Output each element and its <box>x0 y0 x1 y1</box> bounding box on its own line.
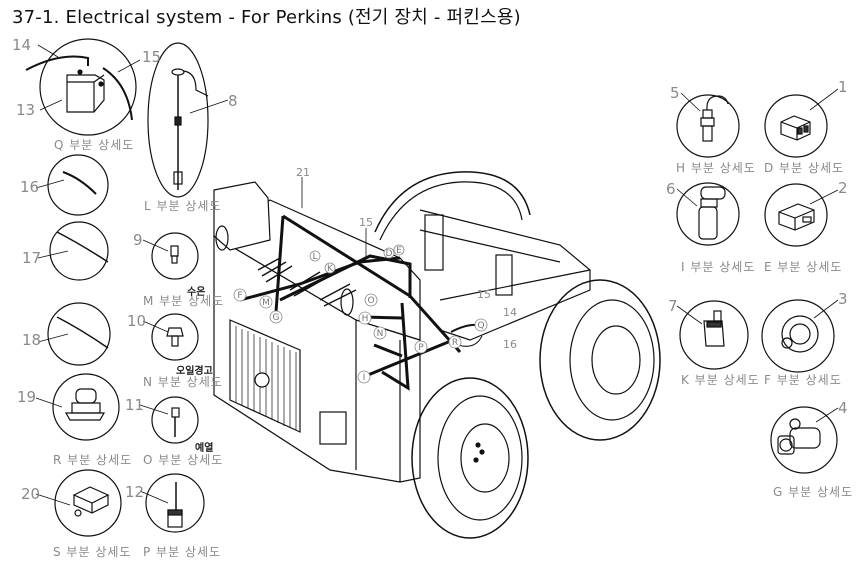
part-number-5: 5 <box>670 84 680 102</box>
svg-text:G: G <box>273 313 280 323</box>
marker-p: P <box>414 340 428 354</box>
svg-text:L: L <box>312 252 317 262</box>
caption-detail-g: G 부분 상세도 <box>773 485 854 499</box>
caption-detail-h: H 부분 상세도 <box>676 161 756 175</box>
caption-detail-n: N 부분 상세도 <box>143 375 223 389</box>
detail-r-horn <box>35 373 120 441</box>
page-title: 37-1. Electrical system - For Perkins (전… <box>12 7 521 28</box>
detail-wire-17 <box>37 221 109 281</box>
svg-text:H: H <box>362 314 369 324</box>
machine-part-numbers: 21 15 15 14 16 <box>296 166 517 351</box>
part-number-20: 20 <box>21 485 41 503</box>
svg-text:R: R <box>452 338 458 348</box>
caption-detail-f: F 부분 상세도 <box>764 373 842 387</box>
caption-detail-l: L 부분 상세도 <box>144 199 222 213</box>
part-number-6: 6 <box>666 180 676 198</box>
caption-detail-i: I 부분 상세도 <box>681 260 756 274</box>
callout-14: 14 <box>503 306 517 319</box>
machine-letter-markers: F M G O H N P I R Q L K D E <box>233 244 488 384</box>
detail-k-relay <box>676 300 749 370</box>
callout-21: 21 <box>296 166 310 179</box>
detail-wire-16 <box>35 154 109 216</box>
part-number-19: 19 <box>17 388 37 406</box>
detail-p-sender <box>139 473 205 533</box>
caption-detail-k: K 부분 상세도 <box>681 373 760 387</box>
svg-text:I: I <box>363 373 366 383</box>
skid-steer-loader <box>212 171 661 539</box>
svg-text:O: O <box>367 296 374 306</box>
part-number-12: 12 <box>125 483 145 501</box>
detail-g-starter <box>770 406 839 474</box>
marker-k: K <box>324 262 336 274</box>
part-number-10: 10 <box>127 312 147 330</box>
detail-f-alternator <box>761 299 839 373</box>
note-preheat: 예열 <box>195 443 214 454</box>
part-number-16: 16 <box>20 178 40 196</box>
detail-o-sensor <box>139 396 199 444</box>
svg-text:E: E <box>396 246 402 256</box>
detail-e-controller <box>764 183 839 247</box>
marker-r: R <box>448 335 462 349</box>
svg-text:F: F <box>237 291 242 301</box>
part-number-14: 14 <box>12 36 32 54</box>
rear-tire <box>539 279 661 441</box>
marker-d: D <box>383 247 395 259</box>
marker-f: F <box>233 288 247 302</box>
detail-d-relay <box>764 88 839 158</box>
caption-detail-p: P 부분 상세도 <box>143 545 222 559</box>
svg-text:Q: Q <box>477 321 484 331</box>
caption-detail-o: O 부분 상세도 <box>143 453 224 467</box>
caption-detail-q: Q 부분 상세도 <box>54 138 135 152</box>
note-water-temp: 수온 <box>187 287 206 298</box>
detail-n-sensor <box>142 313 199 361</box>
detail-h-pressure-switch <box>676 92 740 158</box>
svg-text:N: N <box>377 329 384 339</box>
marker-l: L <box>309 250 321 262</box>
detail-wire-18 <box>37 302 111 366</box>
marker-h: H <box>358 311 372 325</box>
part-number-11: 11 <box>125 396 145 414</box>
caption-detail-e: E 부분 상세도 <box>764 260 843 274</box>
detail-l-fuel-sender <box>147 42 229 198</box>
part-number-13: 13 <box>16 101 36 119</box>
detail-q-battery <box>25 38 141 136</box>
detail-s-module <box>35 469 122 537</box>
part-number-18: 18 <box>22 331 42 349</box>
svg-text:K: K <box>327 264 334 274</box>
detail-i-fuel-filter <box>676 182 740 246</box>
marker-g: G <box>269 310 283 324</box>
marker-q: Q <box>474 318 488 332</box>
part-number-9: 9 <box>133 231 143 249</box>
front-tire <box>411 377 529 539</box>
part-number-7: 7 <box>668 297 678 315</box>
part-number-2: 2 <box>838 179 848 197</box>
marker-e: E <box>393 244 405 256</box>
svg-text:P: P <box>418 343 424 353</box>
part-number-3: 3 <box>838 290 848 308</box>
caption-detail-m: M 부분 상세도 <box>143 294 225 308</box>
part-number-15: 15 <box>142 48 162 66</box>
detail-m-sensor <box>142 232 199 280</box>
svg-text:D: D <box>386 249 393 259</box>
caption-detail-d: D 부분 상세도 <box>764 161 845 175</box>
part-number-17: 17 <box>22 249 42 267</box>
note-oil-warning: 오일경고 <box>176 366 213 377</box>
caption-detail-s: S 부분 상세도 <box>53 545 132 559</box>
marker-o: O <box>364 293 378 307</box>
callout-15-a: 15 <box>359 216 373 229</box>
marker-n: N <box>373 326 387 340</box>
part-number-4: 4 <box>838 399 848 417</box>
part-number-1: 1 <box>838 78 848 96</box>
callout-16: 16 <box>503 338 517 351</box>
caption-detail-r: R 부분 상세도 <box>53 453 133 467</box>
part-number-8: 8 <box>228 92 238 110</box>
svg-text:M: M <box>262 298 270 308</box>
callout-15-b: 15 <box>477 288 491 301</box>
marker-m: M <box>259 295 273 309</box>
marker-i: I <box>357 370 371 384</box>
